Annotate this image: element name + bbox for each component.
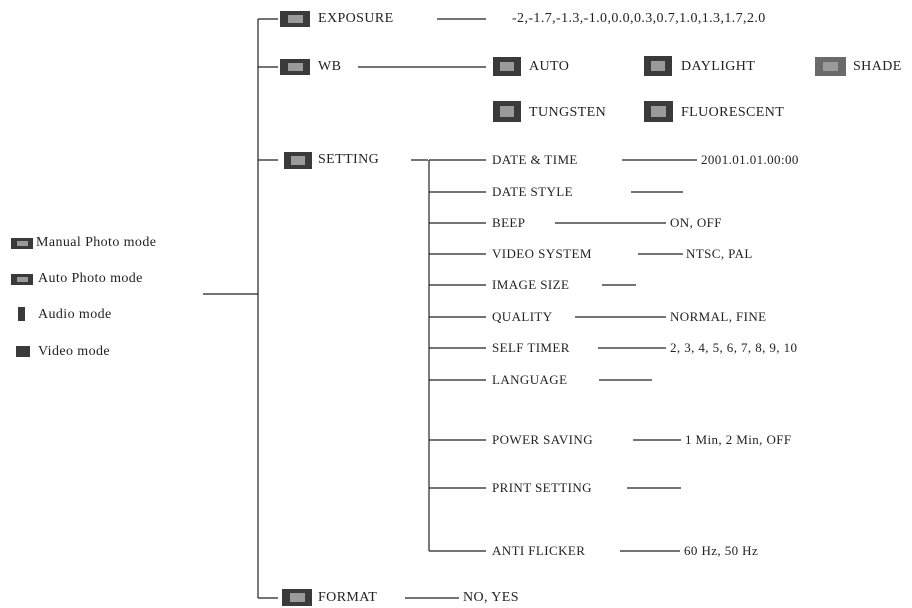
audio-mode-icon bbox=[18, 307, 25, 321]
setting-icon bbox=[284, 152, 312, 169]
setting-item-power-saving: POWER SAVING bbox=[492, 432, 593, 447]
wb-option-auto: AUTO bbox=[529, 59, 570, 74]
setting-item-quality: QUALITY bbox=[492, 309, 553, 324]
setting-value-power-saving: 1 Min, 2 Min, OFF bbox=[685, 432, 792, 447]
wb-auto-icon bbox=[493, 57, 521, 76]
daylight-icon bbox=[644, 56, 672, 76]
manual-photo-mode-label: Manual Photo mode bbox=[36, 235, 157, 250]
setting-item-anti-flicker: ANTI FLICKER bbox=[492, 543, 586, 558]
wb-option-daylight: DAYLIGHT bbox=[681, 59, 756, 74]
setting-item-print-setting: PRINT SETTING bbox=[492, 480, 592, 495]
exposure-label: EXPOSURE bbox=[318, 11, 394, 26]
wb-option-shade: SHADE bbox=[853, 59, 902, 74]
setting-label: SETTING bbox=[318, 152, 380, 167]
setting-value-self-timer: 2, 3, 4, 5, 6, 7, 8, 9, 10 bbox=[670, 340, 798, 355]
fluorescent-icon bbox=[644, 101, 673, 122]
setting-value-anti-flicker: 60 Hz, 50 Hz bbox=[684, 543, 759, 558]
format-icon bbox=[282, 589, 312, 606]
setting-value-beep: ON, OFF bbox=[670, 215, 722, 230]
tungsten-icon bbox=[493, 101, 521, 122]
setting-value-video-system: NTSC, PAL bbox=[686, 246, 753, 261]
setting-item-self-timer: SELF TIMER bbox=[492, 340, 570, 355]
setting-item-language: LANGUAGE bbox=[492, 372, 568, 387]
setting-item-beep: BEEP bbox=[492, 215, 526, 230]
video-mode-label: Video mode bbox=[38, 344, 110, 359]
manual-photo-mode-icon bbox=[11, 238, 33, 249]
setting-item-video-system: VIDEO SYSTEM bbox=[492, 246, 592, 261]
auto-photo-mode-label: Auto Photo mode bbox=[38, 271, 143, 286]
format-label: FORMAT bbox=[318, 590, 378, 605]
setting-value-date-time: 2001.01.01.00:00 bbox=[701, 152, 799, 167]
exposure-icon bbox=[280, 11, 310, 27]
shade-icon bbox=[815, 57, 846, 76]
audio-mode-label: Audio mode bbox=[38, 307, 112, 322]
setting-item-image-size: IMAGE SIZE bbox=[492, 277, 570, 292]
format-values: NO, YES bbox=[463, 590, 519, 605]
auto-photo-mode-icon bbox=[11, 274, 33, 285]
exposure-values: -2,-1.7,-1.3,-1.0,0.0,0.3,0.7,1.0,1.3,1.… bbox=[512, 11, 766, 26]
wb-icon bbox=[280, 59, 310, 75]
setting-item-date-style: DATE STYLE bbox=[492, 184, 573, 199]
setting-item-date-time: DATE & TIME bbox=[492, 152, 578, 167]
wb-label: WB bbox=[318, 59, 342, 74]
setting-value-quality: NORMAL, FINE bbox=[670, 309, 767, 324]
wb-option-fluorescent: FLUORESCENT bbox=[681, 105, 785, 120]
wb-option-tungsten: TUNGSTEN bbox=[529, 105, 607, 120]
video-mode-icon bbox=[16, 346, 30, 357]
